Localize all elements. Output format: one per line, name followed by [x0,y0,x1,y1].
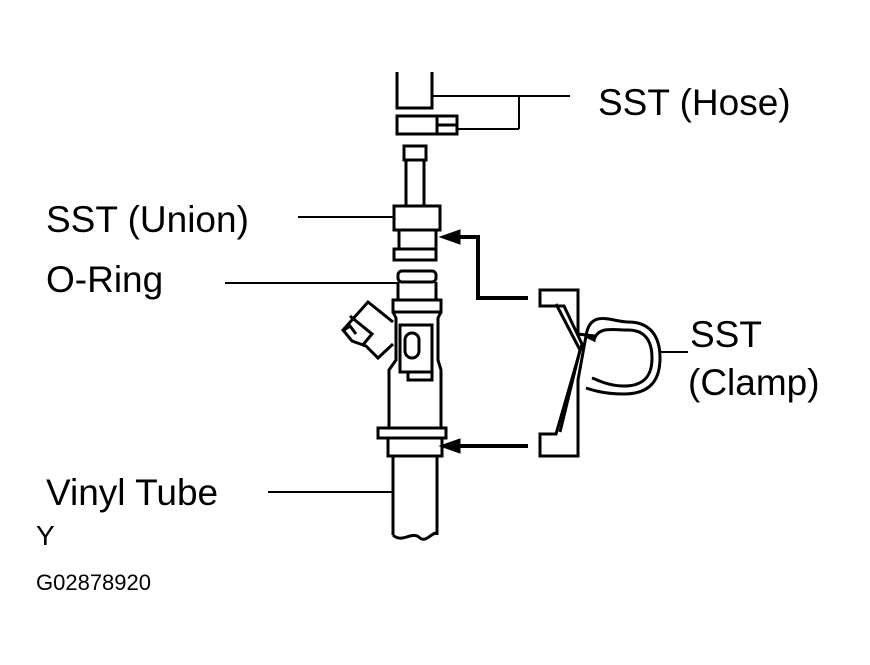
sst-clamp [538,288,662,458]
sst-hose-label: SST (Hose) [598,82,791,123]
figure-id: G02878920 [36,570,151,595]
sst-clamp-label-line2: (Clamp) [688,362,820,403]
lower-assembly-arrow [438,438,528,454]
sst-hose [395,72,459,136]
sst-hose-leader [432,95,570,130]
injector-tip [386,438,444,458]
injector-flange [376,426,448,440]
o-ring-label: O-Ring [46,259,164,300]
fuel-injector [387,282,443,428]
sst-union-label: SST (Union) [46,199,249,240]
vinyl-tube-label: Vinyl Tube [46,472,219,513]
sst-clamp-label-line1: SST [690,314,762,355]
injector-connector [341,299,395,361]
sst-union [392,144,442,262]
vinyl-tube [391,456,439,541]
upper-assembly-arrow [438,229,528,300]
o-ring [396,269,438,284]
corner-mark: Y [36,520,55,551]
